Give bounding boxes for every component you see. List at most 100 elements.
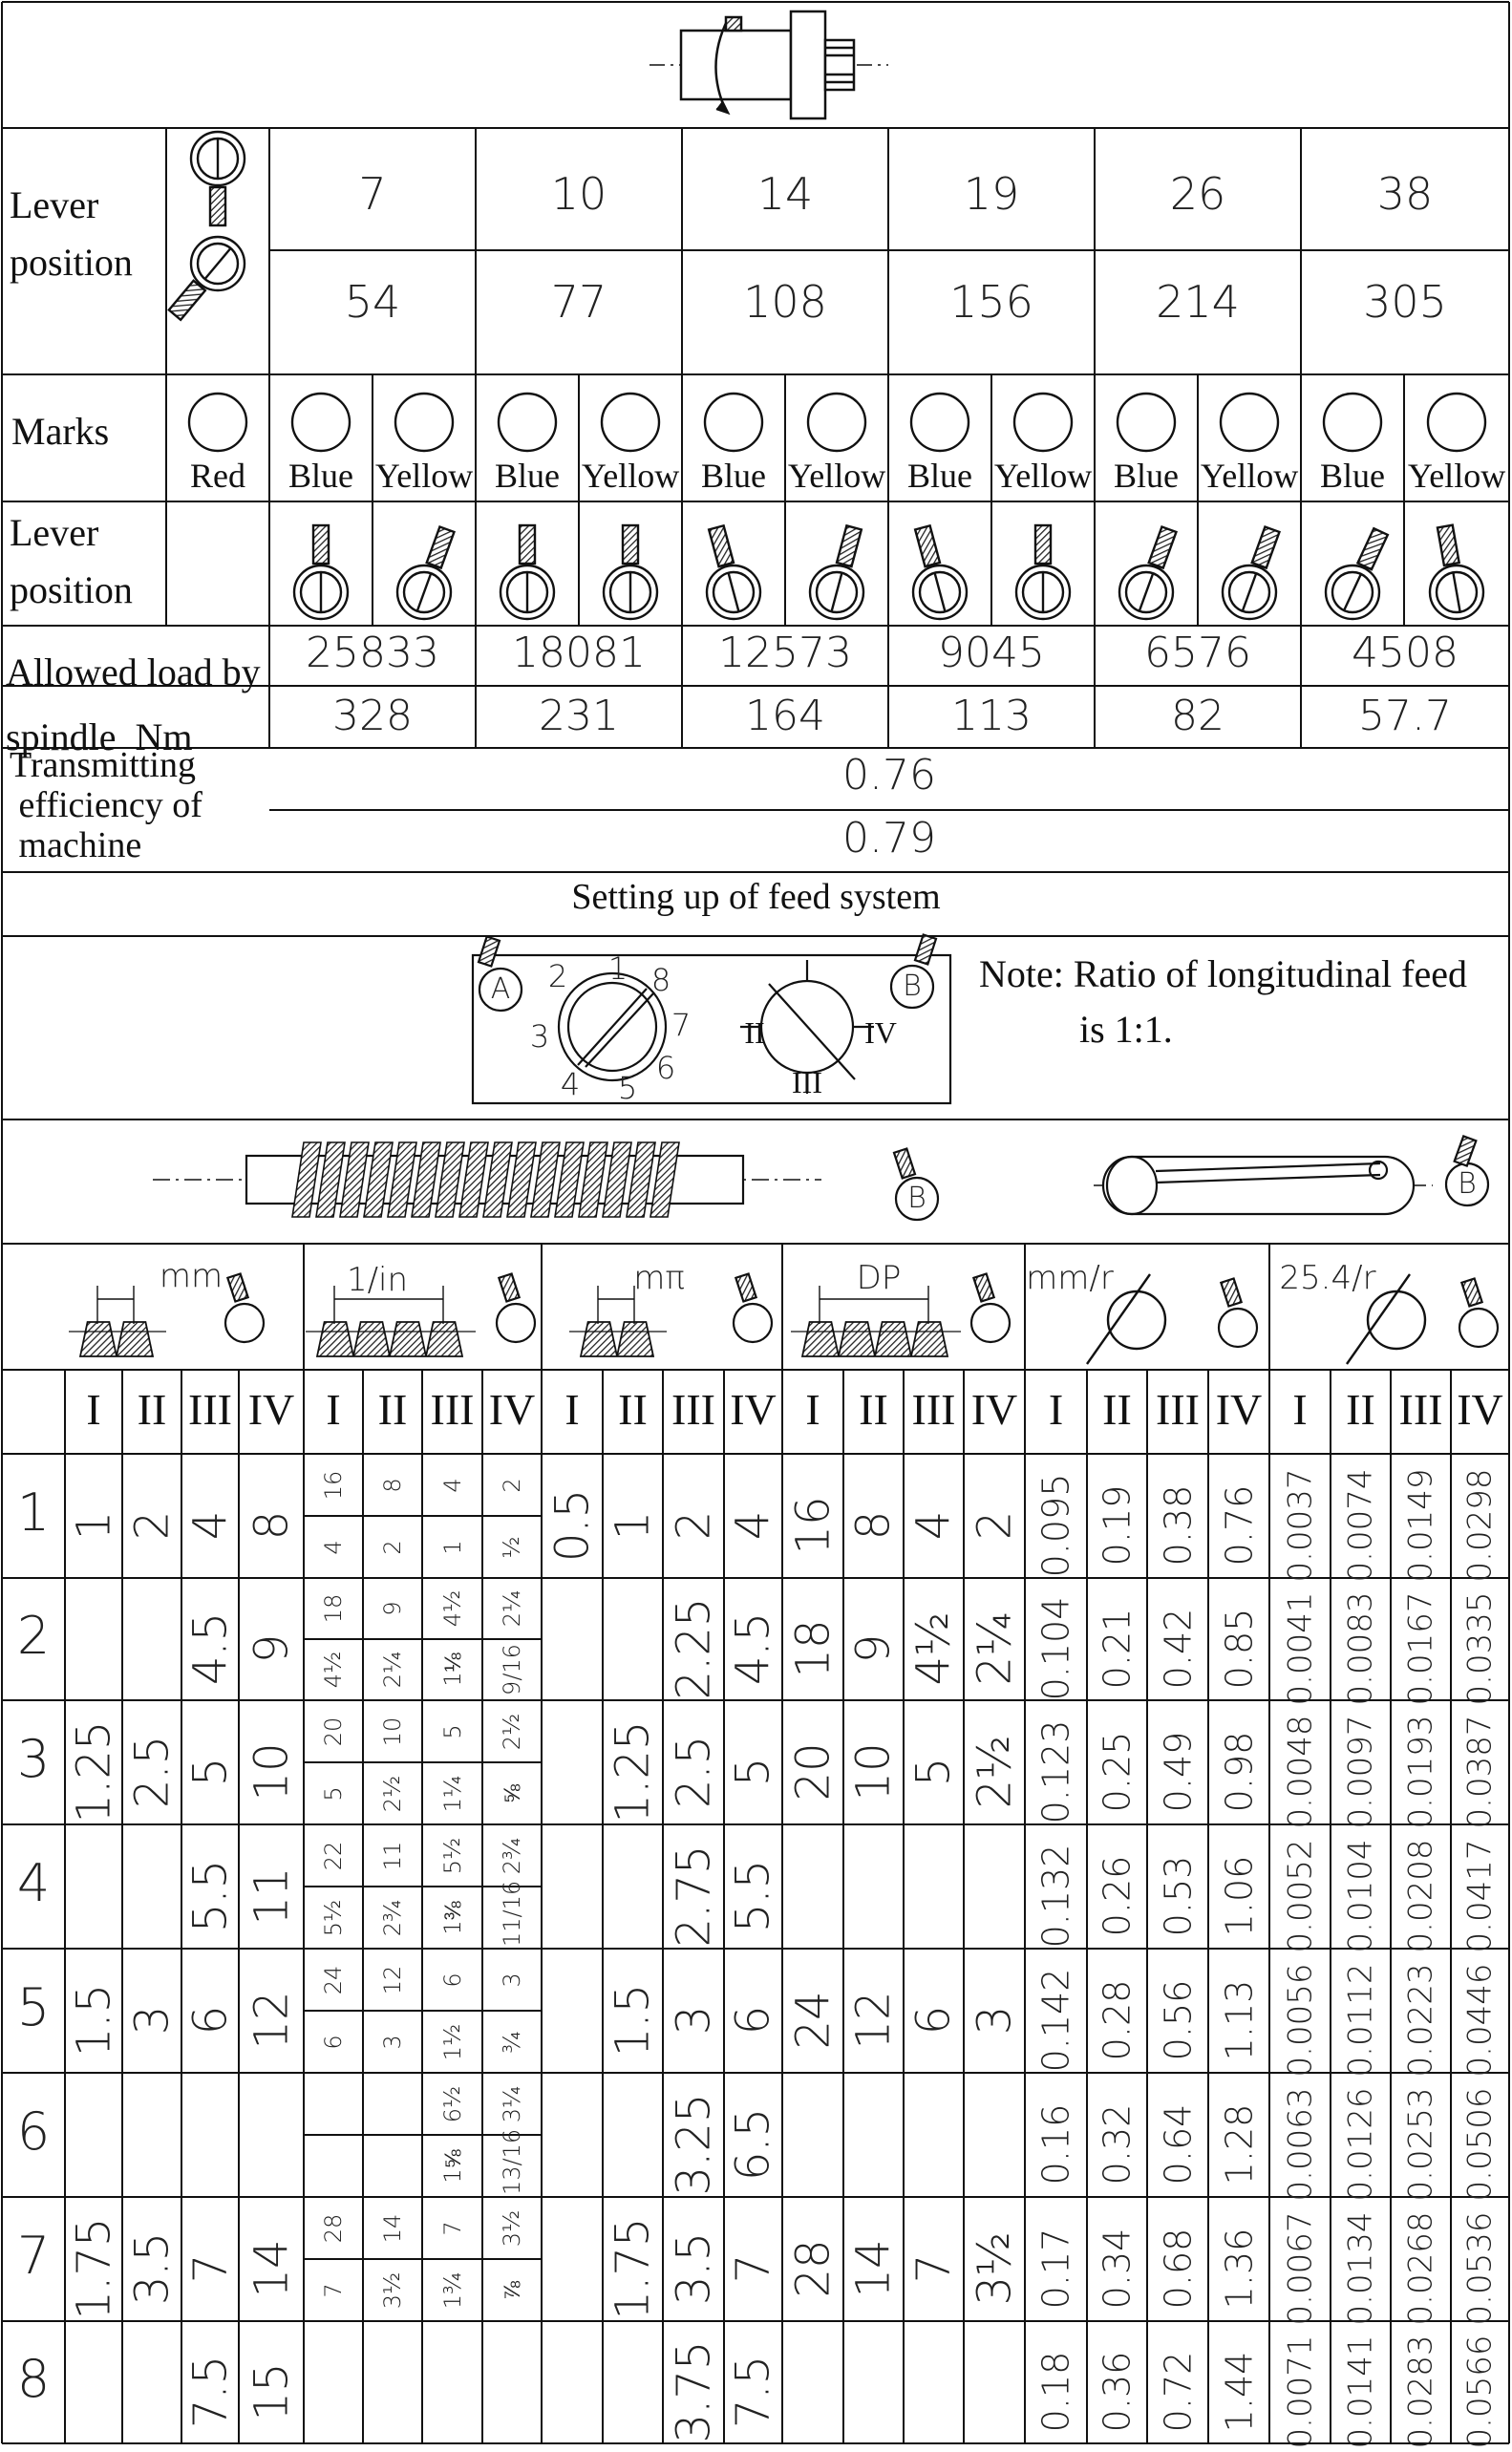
- inch-thread-value: 18: [320, 1593, 347, 1624]
- dial-b-numeral: III: [792, 1065, 822, 1100]
- feed-table-value: 0.53: [1157, 1855, 1199, 1937]
- feed-table-value: 5.5: [726, 1859, 780, 1933]
- roman-column-header: I: [326, 1384, 341, 1434]
- allowed-load-lower: 82: [1171, 691, 1225, 740]
- inch-thread-value: 16: [320, 1470, 347, 1500]
- feed-table-value: 0.0283: [1401, 2335, 1440, 2449]
- roman-column-header: III: [1398, 1384, 1443, 1434]
- feed-table-value: 5.5: [183, 1859, 237, 1933]
- feed-table-value: 0.0037: [1281, 1468, 1319, 1583]
- mark-circle: [1426, 392, 1487, 453]
- feed-table-value: 2.75: [667, 1844, 720, 1948]
- lever-position-icon: [1221, 524, 1281, 621]
- roman-column-header: II: [859, 1384, 888, 1434]
- inch-thread-value: 2¾: [379, 1899, 406, 1936]
- dial-a-number: 1: [607, 950, 628, 988]
- feed-table-value: 1.25: [67, 1720, 120, 1823]
- feed-table-value: 0.0112: [1341, 1963, 1380, 2078]
- feed-table-value: 2: [125, 1510, 179, 1541]
- inch-thread-value: 1⅜: [438, 1900, 466, 1935]
- speed-value-upper: 10: [550, 167, 607, 220]
- row-number: 3: [16, 1729, 51, 1790]
- mark-color-label: Yellow: [1407, 457, 1506, 496]
- lever-position-icon: [292, 523, 350, 621]
- speed-value-lower: 156: [949, 275, 1033, 328]
- inch-thread-value: 3¼: [499, 2085, 525, 2122]
- dial-a-number: 4: [560, 1066, 581, 1103]
- inch-thread-value: 20: [320, 1716, 347, 1746]
- feed-table-value: 3.5: [667, 2231, 720, 2306]
- feed-table-value: 3: [125, 2005, 179, 2036]
- row-number: 2: [16, 1606, 51, 1667]
- mark-circle: [600, 392, 661, 453]
- feed-table-value: 1.44: [1218, 2351, 1260, 2433]
- feed-table-value: 0.72: [1157, 2351, 1199, 2433]
- feed-table-value: 0.0063: [1281, 2087, 1319, 2202]
- note-line-1: Note: Ratio of longitudinal feed: [979, 952, 1467, 995]
- lever-position-icon: [1014, 523, 1072, 621]
- thread-profile-inch: [306, 1321, 476, 1357]
- allowed-load-lower: 57.7: [1358, 691, 1452, 740]
- allowed-load-lower: 113: [951, 691, 1032, 740]
- feed-table-value: 4: [726, 1510, 780, 1541]
- lever-icon-up: [189, 130, 246, 227]
- row-number: 6: [16, 2101, 51, 2163]
- inch-thread-value: 9/16: [499, 1644, 525, 1695]
- feed-table-value: 1.25: [606, 1720, 660, 1823]
- inch-thread-value: 2: [379, 1539, 406, 1555]
- allowed-load-lower: 164: [745, 691, 825, 740]
- feed-table-value: 6.5: [726, 2107, 780, 2182]
- feed-table-value: 0.0067: [1281, 2211, 1319, 2326]
- feed-table-value: 1.5: [67, 1983, 120, 2058]
- feed-table-value: 0.68: [1157, 2228, 1199, 2310]
- roman-column-header: III: [188, 1384, 232, 1434]
- feed-table-value: 0.0126: [1341, 2087, 1380, 2202]
- feed-table-value: 0.38: [1157, 1484, 1199, 1567]
- feed-table-value: 0.0268: [1401, 2211, 1440, 2326]
- feed-table-value: 0.34: [1096, 2228, 1139, 2310]
- feed-table-value: 0.104: [1034, 1596, 1077, 1701]
- feed-table-value: 5: [906, 1757, 961, 1787]
- roman-column-header: I: [86, 1384, 101, 1434]
- feed-table-value: 1: [606, 1510, 660, 1541]
- feed-table-value: 1: [67, 1510, 120, 1541]
- feed-table-value: 28: [786, 2239, 840, 2298]
- row-number: 8: [16, 2349, 51, 2410]
- feed-table-value: 0.0167: [1401, 1591, 1440, 1706]
- feed-table-value: 14: [245, 2239, 298, 2298]
- feed-table-value: 0.85: [1218, 1608, 1260, 1690]
- dial-a-number: 6: [655, 1050, 676, 1087]
- inch-thread-value: 6: [320, 2034, 347, 2050]
- feed-table-value: 0.21: [1096, 1608, 1139, 1690]
- feed-table-value: 0.0056: [1281, 1963, 1319, 2078]
- inch-thread-value: 28: [320, 2213, 347, 2243]
- feed-system-title: Setting up of feed system: [571, 877, 941, 917]
- inch-thread-value: 4: [320, 1539, 347, 1555]
- mark-color-label: Yellow: [581, 457, 680, 496]
- feed-table-value: 1.28: [1218, 2103, 1260, 2185]
- feed-table-value: 6: [906, 2005, 961, 2036]
- feed-table-value: 6: [726, 2005, 780, 2036]
- lever-position-icon: [602, 523, 659, 621]
- roman-column-header: IV: [1215, 1384, 1263, 1434]
- mark-color-label: Blue: [907, 457, 972, 496]
- group-header-label: mm/r: [1026, 1259, 1114, 1298]
- roman-column-header: III: [911, 1384, 956, 1434]
- speed-value-lower: 108: [743, 275, 827, 328]
- feed-table-value: 1.13: [1218, 1979, 1260, 2061]
- roman-column-header: IV: [1457, 1384, 1503, 1434]
- dial-b-numeral: IV: [864, 1015, 897, 1051]
- allowed-load-lower: 328: [332, 691, 413, 740]
- feed-table-value: 0.095: [1034, 1473, 1077, 1578]
- feed-table-value: 14: [846, 2239, 901, 2298]
- inch-thread-value: 8: [379, 1477, 406, 1493]
- feed-table-value: 6: [183, 2005, 237, 2036]
- inch-thread-value: 2: [499, 1477, 525, 1493]
- group-header-label: 25.4/r: [1279, 1259, 1376, 1298]
- feed-table-value: 0.0193: [1401, 1715, 1440, 1829]
- feed-table-value: 1.06: [1218, 1855, 1260, 1937]
- inch-thread-value: 6½: [438, 2085, 466, 2122]
- feed-table-value: 18: [786, 1619, 840, 1678]
- feed-table-value: 7.5: [726, 2355, 780, 2429]
- dial-a-number: 5: [617, 1070, 638, 1107]
